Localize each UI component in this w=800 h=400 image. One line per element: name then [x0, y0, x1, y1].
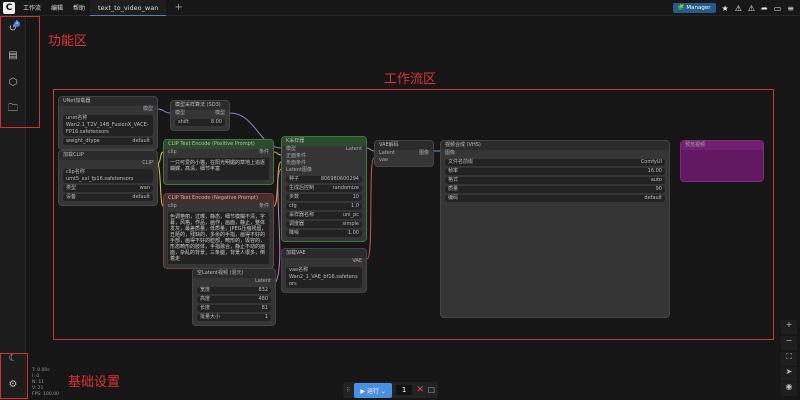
- queue-panel-icon[interactable]: ☐: [427, 385, 436, 395]
- cancel-icon[interactable]: ✕: [416, 385, 424, 395]
- fit-view-icon[interactable]: ⛶: [781, 352, 797, 366]
- zoom-out-icon[interactable]: −: [781, 336, 797, 350]
- link-vae: [366, 157, 375, 260]
- manager-label: Manager: [686, 5, 711, 11]
- manager-button[interactable]: 🧩 Manager: [672, 3, 716, 13]
- panel-icon[interactable]: ▭: [773, 3, 782, 13]
- prompt-textarea[interactable]: 色调艳丽，过曝，静态，细节模糊不清，字幕，风格，作品，画作，画面，静止，整体发灰…: [168, 212, 269, 264]
- menu-icon[interactable]: ≡: [787, 3, 794, 13]
- menu-edit[interactable]: 编辑: [51, 5, 64, 12]
- workflows-icon[interactable]: 🗀: [8, 103, 18, 114]
- menu-help[interactable]: 帮助: [73, 5, 86, 12]
- menu-workflow[interactable]: 工作流: [23, 5, 42, 12]
- batch-count-input[interactable]: 1: [395, 385, 413, 395]
- queue-badge: 1: [14, 21, 20, 27]
- link-latent2: [366, 147, 375, 152]
- link-clip-pos: [157, 151, 164, 164]
- node-title: K采样器: [282, 137, 366, 146]
- node-title: 加载CLIP: [59, 151, 157, 160]
- node-library-icon[interactable]: ▤: [8, 50, 18, 61]
- node-bypassed[interactable]: 预览视频: [680, 140, 764, 182]
- link-latent: [275, 168, 282, 283]
- model-update-icon[interactable]: ⚠: [747, 3, 756, 13]
- node-title: 预览视频: [681, 141, 763, 150]
- theme-moon-icon[interactable]: ☾: [8, 353, 18, 364]
- annotation-box-workflow: [53, 89, 774, 340]
- settings-gear-icon[interactable]: ⚙: [8, 379, 18, 390]
- annotation-box-settings: [0, 353, 28, 399]
- star-icon[interactable]: ★: [721, 3, 729, 13]
- history-icon[interactable]: ↺: [8, 23, 18, 34]
- workflow-tab[interactable]: text_to_video_wan: [90, 0, 167, 16]
- link-pos: [273, 151, 282, 156]
- prompt-textarea[interactable]: 一只可爱的小猫，在阳光明媚的草地上追逐蝴蝶，高清，细节丰富: [168, 158, 269, 180]
- share-icon[interactable]: ➦: [761, 3, 768, 13]
- zoom-in-icon[interactable]: +: [781, 320, 797, 334]
- node-title: VAE解码: [375, 141, 433, 150]
- model-icon[interactable]: ⚠: [734, 3, 742, 13]
- link-clip-neg: [157, 162, 164, 207]
- node-title: CLIP Text Encode (Negative Prompt): [164, 194, 273, 203]
- node-title: CLIP Text Encode (Positive Prompt): [164, 140, 273, 149]
- node-title: 加载VAE: [282, 249, 366, 258]
- annotation-workflow-label: 工作流区: [384, 72, 437, 87]
- select-mode-icon[interactable]: ➤: [781, 367, 797, 381]
- run-button[interactable]: ▶ 运行 ⌄: [354, 382, 392, 398]
- annotation-settings-label: 基础设置: [68, 375, 121, 390]
- node-title: 模型采样算法 (SD3): [171, 101, 229, 110]
- link-model: [157, 108, 171, 114]
- model-library-icon[interactable]: ⬡: [8, 77, 18, 88]
- node-title: 空Latent视频 (混元): [193, 269, 275, 278]
- node-title: 视频合成 (VHS): [441, 141, 669, 150]
- node-title: UNet加载器: [59, 97, 157, 106]
- annotation-box-function: [0, 16, 40, 128]
- annotation-function-label: 功能区: [48, 34, 88, 49]
- workflow-canvas[interactable]: [27, 17, 800, 400]
- output-slot[interactable]: 模型: [142, 106, 153, 112]
- link-model2: [229, 112, 282, 149]
- sidebar: ↺ 1 ▤ ⬡ 🗀 ☾ ⚙: [0, 16, 26, 400]
- new-tab-button[interactable]: +: [174, 2, 183, 13]
- run-toolbar: ⠿ ▶ 运行 ⌄ 1 ✕ ☐: [343, 382, 439, 398]
- drag-handle-icon[interactable]: ⠿: [346, 386, 351, 394]
- comfy-logo[interactable]: C: [3, 1, 15, 14]
- topbar: C 工作流 编辑 帮助 text_to_video_wan + 🧩 Manage…: [0, 0, 800, 16]
- toggle-links-icon[interactable]: ◉: [781, 382, 797, 396]
